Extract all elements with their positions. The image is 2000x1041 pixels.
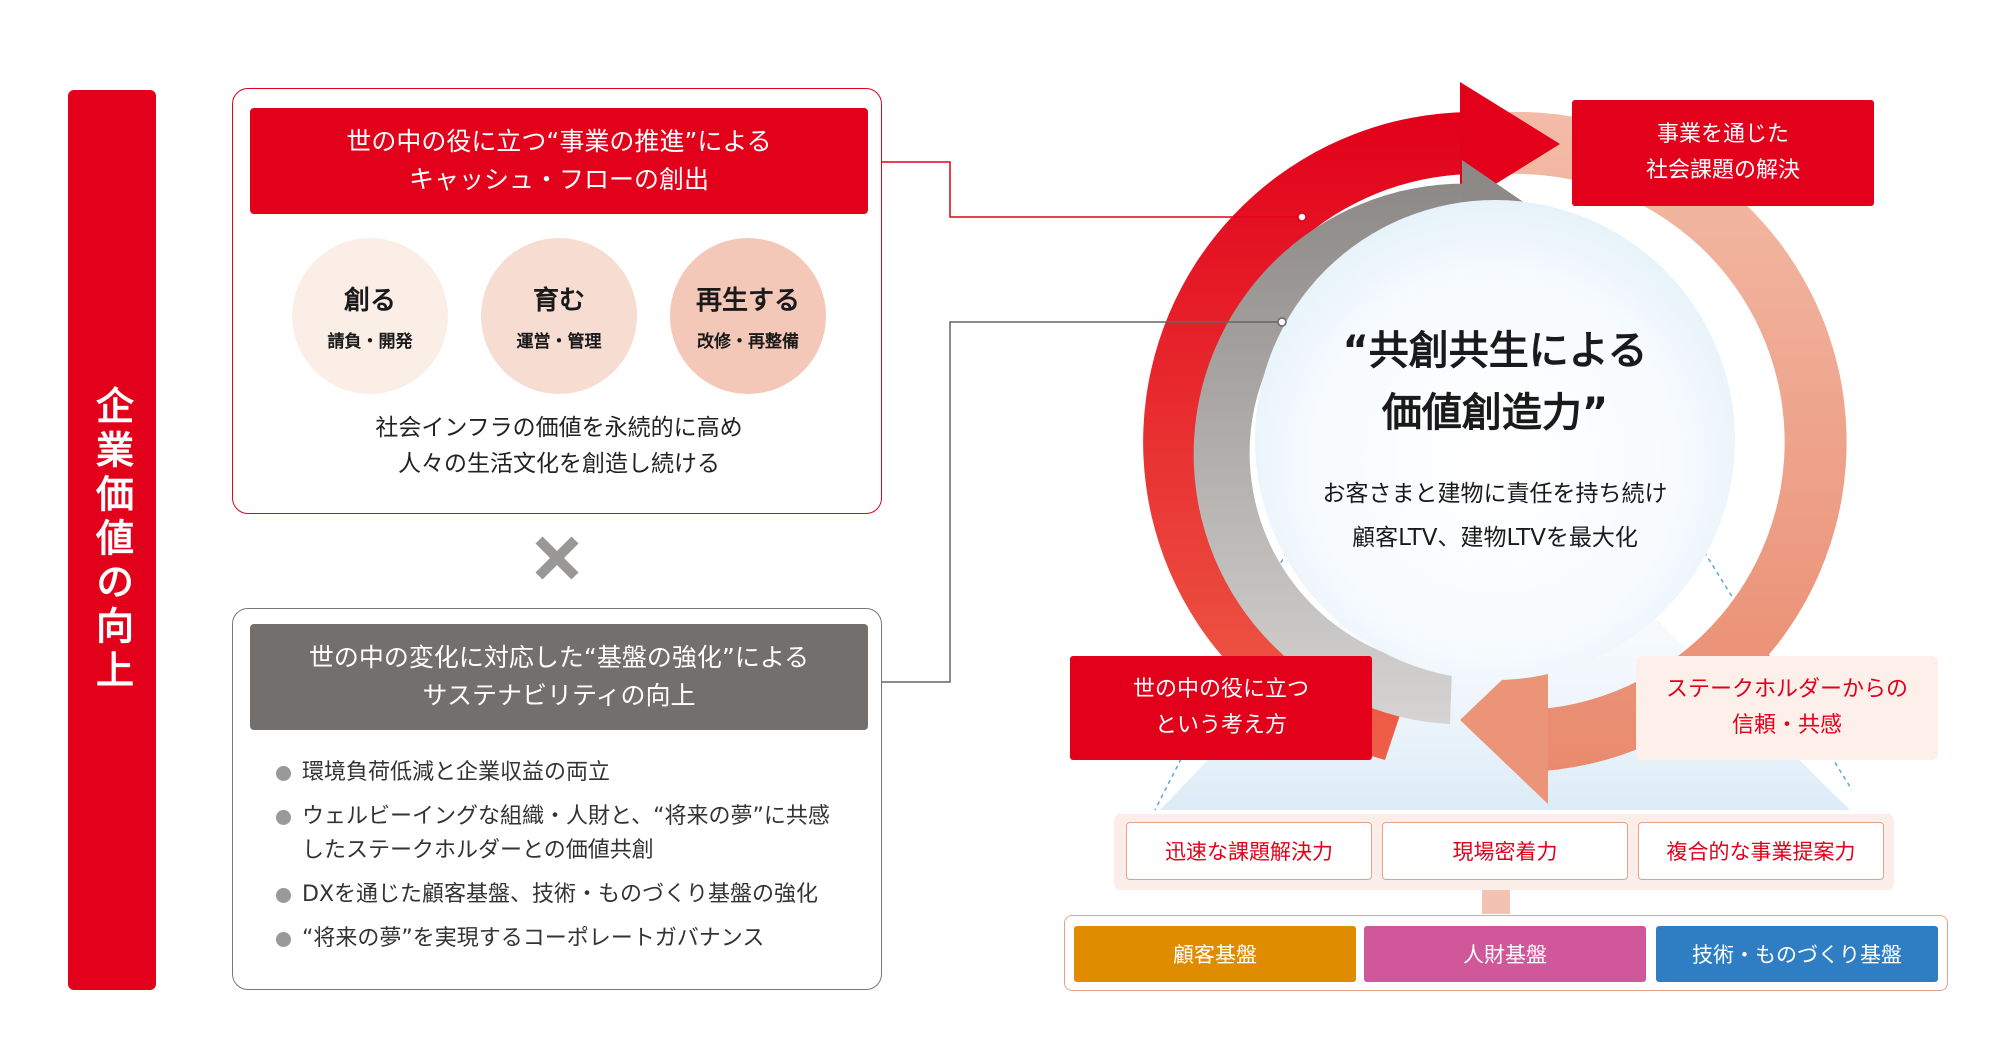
bullet-text: “将来の夢”を実現するコーポレートガバナンス bbox=[302, 926, 765, 951]
cycle-sub-line2: 顧客LTV、建物LTVを最大化 bbox=[1352, 525, 1638, 551]
corporate-value-label: 企業価値の向上 bbox=[89, 386, 134, 694]
circle-subtitle: 請負・開発 bbox=[327, 332, 413, 352]
tech-base-box: 技術・ものづくり基盤 bbox=[1656, 926, 1938, 982]
bullet-text: 環境負荷低減と企業収益の両立 bbox=[302, 760, 611, 785]
circle-title: 創る bbox=[343, 286, 396, 316]
solution-line1: 事業を通じた bbox=[1656, 122, 1789, 147]
business-header-line2: キャッシュ・フローの創出 bbox=[408, 165, 709, 194]
bullet-dot-icon bbox=[276, 810, 291, 825]
bullet-dot-icon bbox=[276, 932, 291, 947]
outer-peach-arc bbox=[1508, 111, 1847, 772]
circle-title: 育む bbox=[532, 286, 585, 316]
business-connector bbox=[868, 161, 1300, 218]
peach-arrow-head bbox=[1460, 636, 1548, 804]
outer-red-arc bbox=[1143, 112, 1470, 760]
bullet-dot-icon bbox=[276, 766, 291, 781]
social-solution-box: 事業を通じた 社会課題の解決 bbox=[1572, 100, 1874, 206]
think-line2: という考え方 bbox=[1154, 713, 1287, 738]
cycle-sub-line1: お客さまと建物に責任を持ち続け bbox=[1322, 481, 1668, 507]
philosophy-box: 世の中の役に立つ という考え方 bbox=[1070, 656, 1372, 760]
foundation-header-line1: 世の中の変化に対応した“基盤の強化”による bbox=[308, 643, 810, 672]
list-item: 環境負荷低減と企業収益の両立 bbox=[276, 756, 876, 790]
foundation-connector-dot bbox=[1277, 317, 1287, 327]
foundation-panel-header: 世の中の変化に対応した“基盤の強化”による サステナビリティの向上 bbox=[250, 624, 868, 730]
foundation-connector bbox=[868, 321, 1280, 683]
corporate-value-band: 企業価値の向上 bbox=[68, 90, 156, 990]
capability-box: 複合的な事業提案力 bbox=[1638, 822, 1884, 880]
business-header-line1: 世の中の役に立つ“事業の推進”による bbox=[346, 127, 772, 156]
bullet-text: DXを通じた顧客基盤、技術・ものづくり基盤の強化 bbox=[302, 882, 819, 907]
stake-line1: ステークホルダーからの bbox=[1665, 677, 1908, 702]
center-circle bbox=[1255, 200, 1735, 680]
foundation-bullet-list: 環境負荷低減と企業収益の両立 ウェルビーイングな組織・人財と、“将来の夢”に共感… bbox=[276, 756, 876, 966]
circle-subtitle: 運営・管理 bbox=[516, 332, 602, 352]
inner-gray-arc bbox=[1193, 183, 1478, 725]
stake-line2: 信頼・共感 bbox=[1731, 713, 1842, 738]
stakeholder-trust-box: ステークホルダーからの 信頼・共感 bbox=[1636, 656, 1938, 760]
nurture-circle: 育む 運営・管理 bbox=[481, 238, 637, 394]
capability-box: 迅速な課題解決力 bbox=[1126, 822, 1372, 880]
cycle-title: “共創共生による 価値創造力” bbox=[1320, 320, 1670, 444]
circle-subtitle: 改修・再整備 bbox=[697, 332, 799, 352]
red-arrow-head bbox=[1460, 82, 1560, 206]
list-item: ウェルビーイングな組織・人財と、“将来の夢”に共感 したステークホルダーとの価値… bbox=[276, 800, 876, 868]
people-base-box: 人財基盤 bbox=[1364, 926, 1646, 982]
bullet-dot-icon bbox=[276, 888, 291, 903]
create-circle: 創る 請負・開発 bbox=[292, 238, 448, 394]
circle-title: 再生する bbox=[695, 286, 800, 316]
foundation-header-line2: サステナビリティの向上 bbox=[422, 681, 696, 710]
list-item: DXを通じた顧客基盤、技術・ものづくり基盤の強化 bbox=[276, 878, 876, 912]
business-connector-dot bbox=[1297, 212, 1307, 222]
cycle-subtitle: お客さまと建物に責任を持ち続け 顧客LTV、建物LTVを最大化 bbox=[1290, 472, 1700, 560]
business-caption-line1: 社会インフラの価値を永続的に高め bbox=[375, 415, 743, 441]
capability-box: 現場密着力 bbox=[1382, 822, 1628, 880]
business-caption-line2: 人々の生活文化を創造し続ける bbox=[398, 451, 720, 477]
business-caption: 社会インフラの価値を永続的に高め 人々の生活文化を創造し続ける bbox=[250, 410, 868, 482]
cycle-title-line2: 価値創造力” bbox=[1381, 390, 1609, 436]
list-item: “将来の夢”を実現するコーポレートガバナンス bbox=[276, 922, 876, 956]
bullet-text: ウェルビーイングな組織・人財と、“将来の夢”に共感 したステークホルダーとの価値… bbox=[302, 804, 830, 863]
regenerate-circle: 再生する 改修・再整備 bbox=[670, 238, 826, 394]
customer-base-box: 顧客基盤 bbox=[1074, 926, 1356, 982]
solution-line2: 社会課題の解決 bbox=[1645, 158, 1800, 183]
business-panel-header: 世の中の役に立つ“事業の推進”による キャッシュ・フローの創出 bbox=[250, 108, 868, 214]
multiply-icon bbox=[535, 536, 579, 580]
think-line1: 世の中の役に立つ bbox=[1132, 677, 1309, 702]
cycle-title-line1: “共創共生による bbox=[1342, 328, 1648, 374]
